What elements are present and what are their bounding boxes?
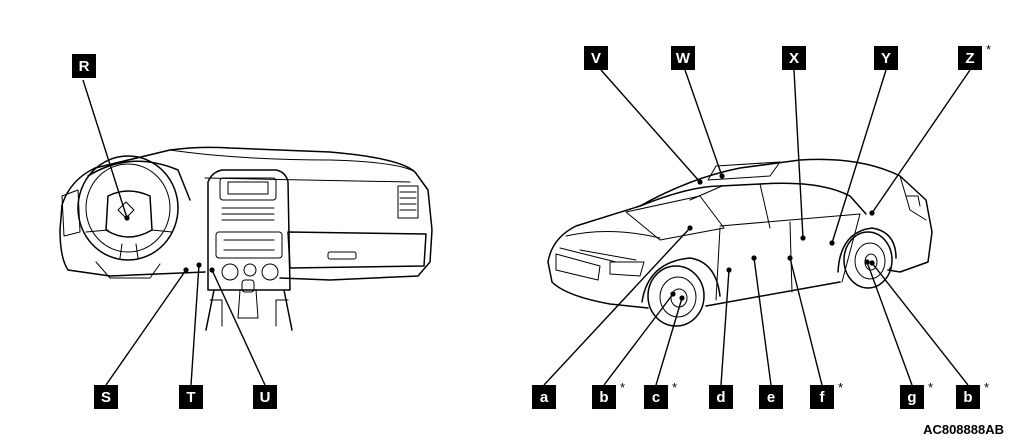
- callout-X: X: [782, 46, 806, 70]
- callout-labels: R S T U V W X: [72, 42, 991, 409]
- callout-c: c *: [644, 380, 677, 409]
- callout-S-text: S: [101, 389, 111, 406]
- callout-V-text: V: [591, 50, 601, 67]
- callout-f-text: f: [820, 389, 826, 406]
- callout-c-text: c: [652, 389, 660, 406]
- callout-b-front-text: b: [599, 389, 608, 406]
- callout-Z-asterisk: *: [986, 42, 991, 57]
- callout-W-text: W: [676, 50, 691, 67]
- callout-g-text: g: [907, 389, 916, 406]
- callout-R: R: [72, 54, 96, 78]
- callout-b-rear-text: b: [963, 389, 972, 406]
- callout-b-front: b *: [592, 380, 625, 409]
- callout-T-text: T: [186, 389, 195, 406]
- callout-S: S: [94, 385, 118, 409]
- callout-e: e: [759, 385, 783, 409]
- callout-Y-text: Y: [881, 50, 891, 67]
- callout-T: T: [179, 385, 203, 409]
- callout-b-rear: b *: [956, 380, 989, 409]
- callout-U: U: [253, 385, 277, 409]
- callout-b-front-asterisk: *: [620, 380, 625, 395]
- callout-W: W: [671, 46, 695, 70]
- callout-d: d: [709, 385, 733, 409]
- callout-g: g *: [900, 380, 933, 409]
- figure-code: AC808888AB: [923, 422, 1004, 437]
- callout-c-asterisk: *: [672, 380, 677, 395]
- callout-V: V: [584, 46, 608, 70]
- callout-Z: Z *: [958, 42, 991, 70]
- callout-Z-text: Z: [965, 50, 974, 67]
- car-illustration: [547, 158, 933, 327]
- callout-g-asterisk: *: [928, 380, 933, 395]
- callout-f: f *: [810, 380, 843, 409]
- callout-a: a: [532, 385, 556, 409]
- callout-e-text: e: [767, 389, 775, 406]
- callout-b-rear-asterisk: *: [984, 380, 989, 395]
- callout-X-text: X: [789, 50, 799, 67]
- callout-R-text: R: [79, 58, 90, 75]
- leader-lines: [82, 69, 971, 386]
- dashboard-illustration: [59, 146, 433, 331]
- callout-d-text: d: [716, 389, 725, 406]
- callout-a-text: a: [540, 389, 549, 406]
- callout-f-asterisk: *: [838, 380, 843, 395]
- callout-Y: Y: [874, 46, 898, 70]
- callout-U-text: U: [260, 389, 271, 406]
